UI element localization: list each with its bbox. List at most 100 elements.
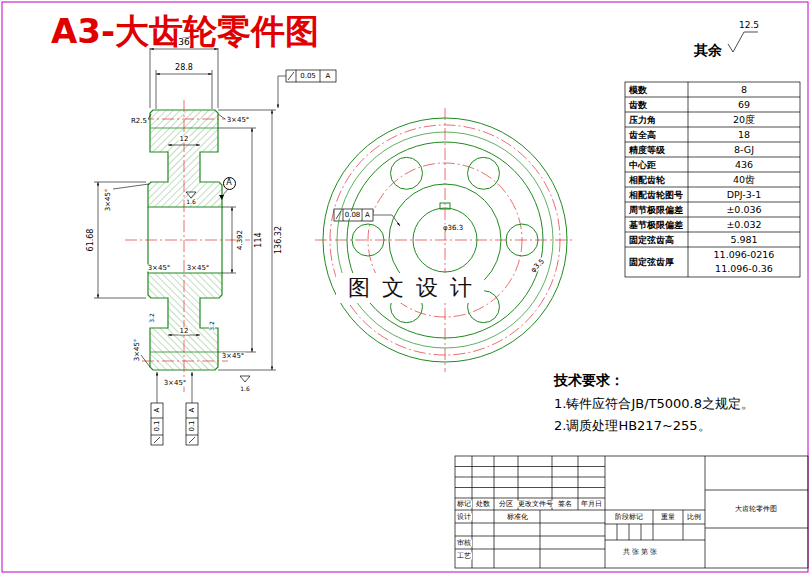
drawing-label: 比例 [686,514,702,521]
drawing-label: R2.5 [130,118,148,125]
drawing-label: 更改文件号 [517,501,554,508]
drawing-label: 114 [255,231,263,248]
title-block [455,549,605,550]
dimension-line [192,372,193,403]
parameter-table [625,157,800,158]
drawing-label: 4.392 [237,229,244,251]
drawing-label: 8 [740,85,748,95]
roughness-symbol [186,192,196,198]
drawing-label: 3×45° [226,117,251,124]
center-line [330,125,560,355]
drawing-label: 0.05 [299,73,317,80]
dimension-line [157,372,158,403]
drawing-label: 0.1 [189,419,196,432]
drawing-label: 0.08 [344,212,362,219]
dimension-line [150,49,218,50]
parameter-table [625,232,800,233]
drawing-label: 相配齿轮图号 [628,190,684,199]
drawing-label: ±0.032 [725,220,762,230]
section-view [148,110,222,207]
drawing-label: 设计 [456,514,472,521]
end-view [323,118,567,362]
drawing-label: 标记 [456,501,472,508]
center-line [125,100,575,392]
title-block [455,498,605,499]
drawing-label: 共 张 第 张 [622,549,659,556]
drawing-label: 436 [734,160,754,170]
end-view [323,118,567,362]
dimension-line [168,145,200,146]
tolerance-frame [320,70,321,82]
drawing-label: 40齿 [732,175,756,185]
dimension-line [222,273,236,274]
drawing-label: 中心距 [628,160,657,169]
dimension-line [218,370,276,371]
drawing-label: A [189,407,196,414]
dimension-line [223,189,228,195]
parameter-table [625,247,800,248]
datum-letter: A [226,179,231,187]
center-line [445,108,446,372]
dimension-line [150,44,151,108]
tolerance-frame [362,209,363,221]
drawing-label: 审核 [456,540,472,547]
tolerance-frame [151,435,163,436]
title-block [705,456,706,568]
dimension-line [278,76,286,108]
end-view [337,132,553,348]
drawing-label: 固定弦齿厚 [628,258,675,267]
dimension-line [218,128,256,129]
title-block [605,540,705,541]
dimension-line [222,207,236,208]
end-view [506,224,538,256]
center-line [142,361,228,362]
parameter-table [625,82,800,277]
parameter-table [625,82,800,277]
drawing-label: 3×45° [134,338,141,363]
tolerance-frame [189,437,195,443]
tolerance-frame [151,403,163,445]
drawing-label: 重量 [660,514,676,521]
dimension-line [212,70,213,109]
dimension-line [94,44,400,403]
drawing-label: 标准化 [506,514,529,521]
drawing-label: 3×45° [221,353,246,360]
drawing-label: 3×45° [105,188,112,213]
tolerance-frame [151,418,163,419]
drawing-label: 12 [179,136,190,143]
drawing-label: A [325,73,332,80]
drawing-label: 20度 [732,115,756,125]
drawing-label: A [364,212,371,219]
drawing-label: 12.5 [738,21,760,30]
title-block [455,510,705,511]
dimension-line [272,110,273,370]
title-block [605,524,705,525]
dimension-line [373,215,400,226]
drawing-label: 12 [179,328,190,335]
title-block [540,510,541,568]
dimension-line [94,298,146,299]
section-view [148,273,222,370]
title-block [617,524,618,540]
title-block [455,523,605,524]
drawing-label: 1.6 [239,386,251,392]
tolerance-frame [296,70,297,82]
drawing-label: 其余 [693,43,723,57]
drawing-label: 年月日 [580,501,603,508]
title-block [455,477,605,478]
drawing-label: A [154,407,161,414]
drawing-label: 1.6 [185,199,197,205]
title-block [705,528,808,529]
drawing-label: 36 [177,38,190,47]
dimension-line [218,110,276,111]
parameter-table [625,172,800,173]
title-block [455,456,808,568]
title-block [653,510,654,540]
parameter-table [625,202,800,203]
dimension-line [98,182,99,298]
drawing-label: 分区 [498,501,514,508]
end-view [391,157,423,189]
drawing-label: 3×45° [186,265,211,272]
end-view [440,203,450,209]
